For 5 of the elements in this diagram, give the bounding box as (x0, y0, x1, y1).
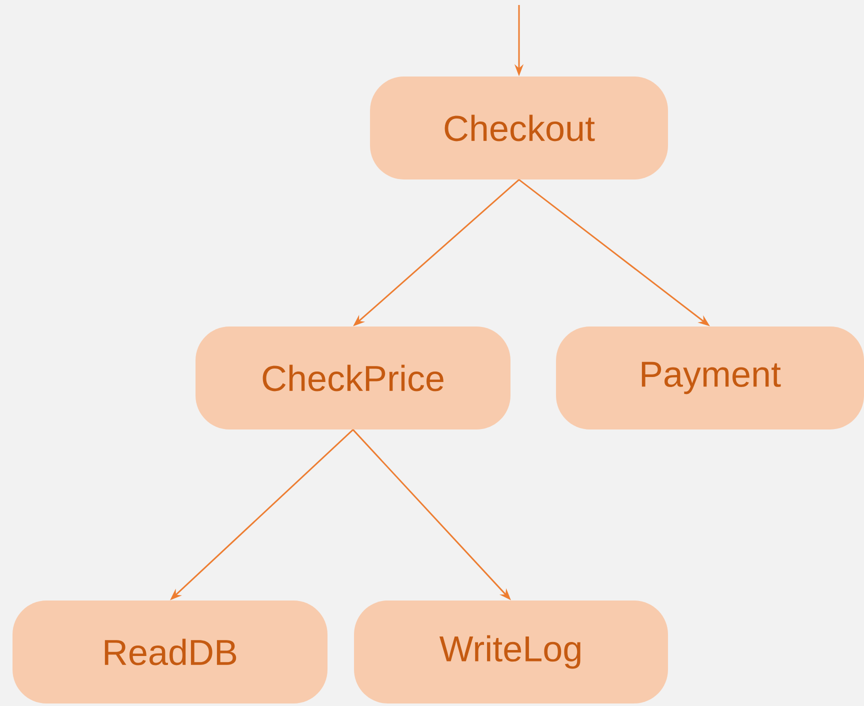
process-box: CheckPrice (196, 326, 510, 430)
process-box: WriteLog (354, 600, 668, 704)
process-box: Payment (556, 326, 864, 430)
process-box: Checkout (370, 76, 668, 180)
process-box: ReadDB (12, 600, 328, 704)
